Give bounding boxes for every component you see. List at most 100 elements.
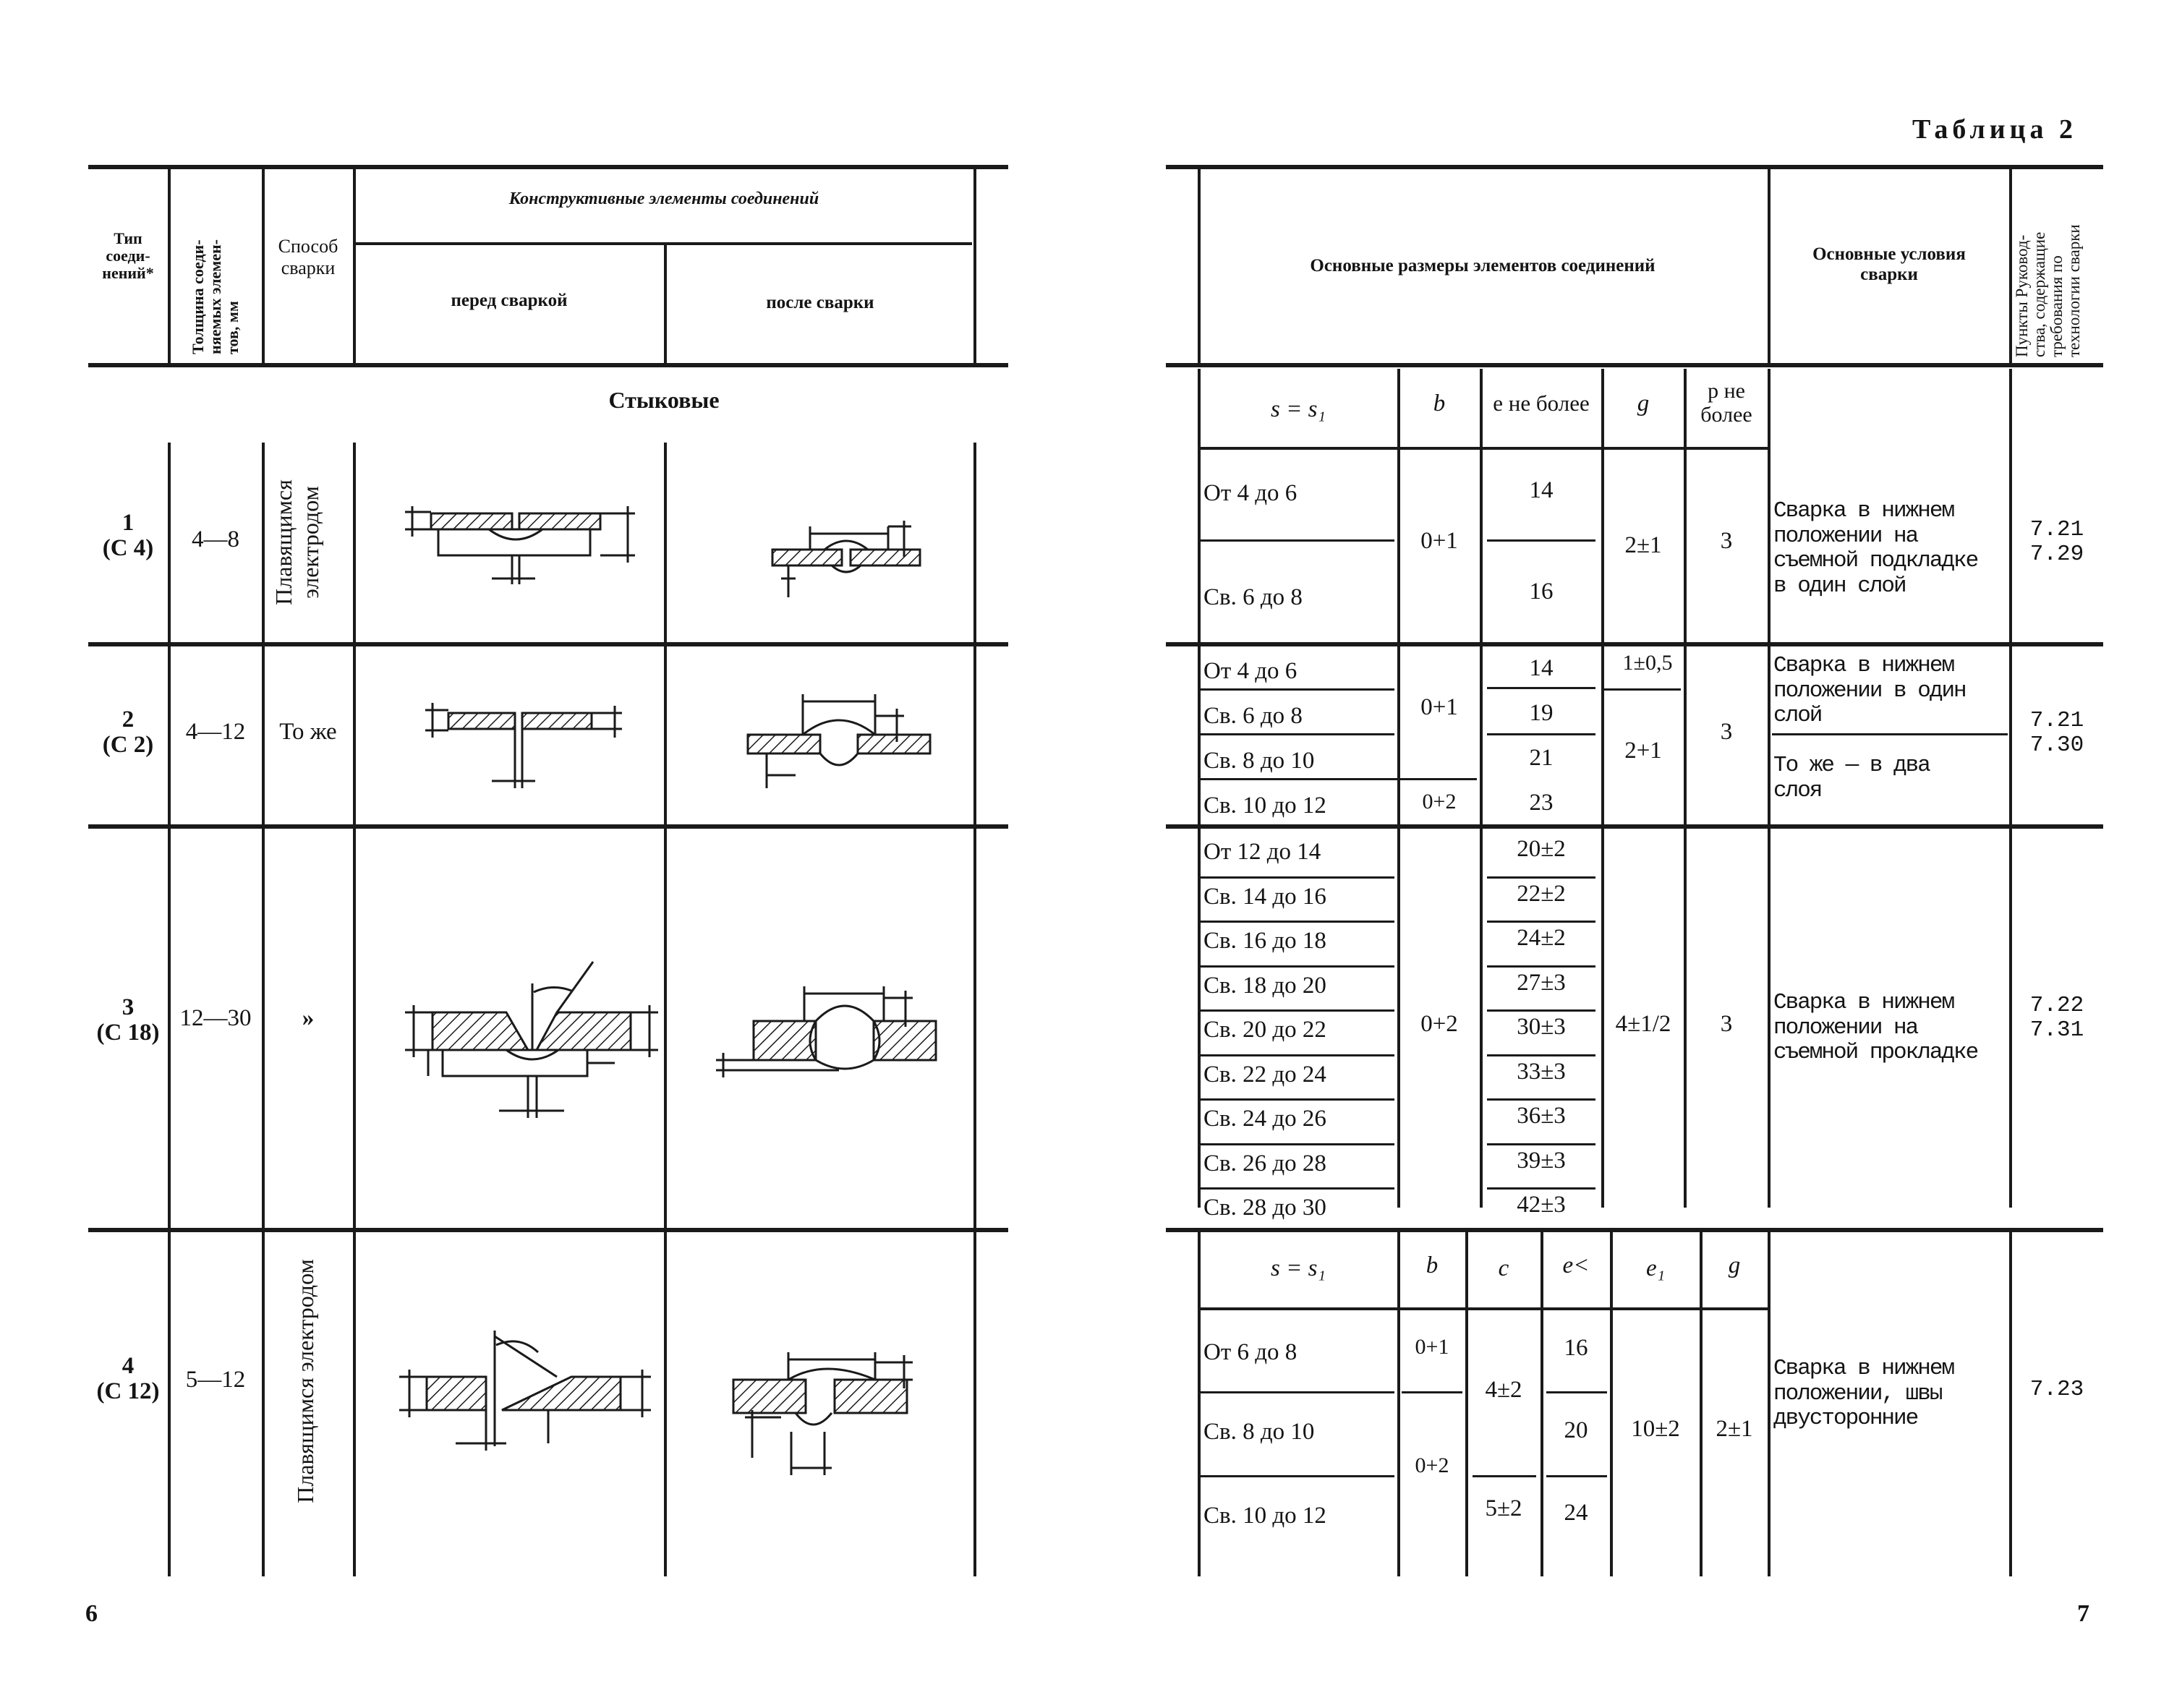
g3-e: 39±3	[1517, 1147, 1566, 1174]
rule-top-left	[88, 165, 1008, 169]
g3-e: 42±3	[1517, 1192, 1566, 1218]
row2-method: То же	[279, 719, 337, 745]
rule-row1-bottom	[88, 642, 1008, 646]
row1-type: 1 (C 4)	[102, 510, 154, 561]
g3-e: 36±3	[1517, 1103, 1566, 1129]
g1-b: 0+1	[1420, 528, 1458, 554]
header-after: после сварки	[766, 293, 874, 312]
g3-e: 30±3	[1517, 1014, 1566, 1040]
rule-elements-sub	[354, 242, 972, 245]
g2-cond2: То же — в два слоя	[1773, 753, 1931, 803]
g3-e: 22±2	[1517, 880, 1566, 907]
row2-before-drawing	[425, 703, 622, 788]
g3-row: Св. 14 до 16	[1203, 883, 1326, 910]
g2-e1: 14	[1529, 655, 1554, 681]
g1-g: 2±1	[1624, 532, 1662, 558]
row3-type: 3 (C 18)	[96, 994, 160, 1046]
row2-after-drawing	[746, 694, 932, 788]
g4-c1: 4±2	[1485, 1377, 1522, 1403]
g3-g: 4±1/2	[1615, 1011, 1671, 1037]
g4-row1: От 6 до 8	[1203, 1339, 1297, 1365]
header-before: перед сваркой	[451, 291, 568, 310]
section-title: Стыковые	[608, 387, 720, 413]
rule-row3-bottom	[88, 1228, 1008, 1232]
row2-type: 2 (C 2)	[102, 706, 154, 758]
g2-g1: 1±0,5	[1622, 651, 1673, 675]
g4-row3: Св. 10 до 12	[1203, 1503, 1326, 1529]
g3-row: Св. 26 до 28	[1203, 1150, 1326, 1177]
g4-b1: 0+1	[1415, 1335, 1449, 1359]
row3-before-drawing	[405, 961, 658, 1118]
header-method: Способ сварки	[278, 236, 338, 278]
g4-e1: 16	[1564, 1335, 1588, 1361]
row3-after-drawing	[716, 986, 937, 1077]
g4-col-g: g	[1728, 1252, 1741, 1278]
g4-col-b: b	[1426, 1252, 1439, 1278]
g4-col-e1: e₁	[1645, 1255, 1666, 1281]
g2-row1: От 4 до 6	[1203, 658, 1297, 684]
g2-e2: 19	[1529, 700, 1554, 726]
g3-b: 0+2	[1420, 1011, 1458, 1037]
row4-after-drawing	[732, 1352, 913, 1475]
rule-row2-bottom	[88, 824, 1008, 829]
g1-e2: 16	[1529, 578, 1554, 605]
g4-g: 2±1	[1716, 1416, 1753, 1442]
g1-e1: 14	[1529, 477, 1554, 503]
g4-e3: 24	[1564, 1500, 1588, 1526]
g4-col-c: c	[1498, 1255, 1509, 1281]
header-conditions: Основные условия сварки	[1812, 244, 1966, 284]
g2-e4: 23	[1529, 790, 1554, 816]
row4-type: 4 (C 12)	[96, 1353, 160, 1404]
header-clauses: Пункты Руковод- ства, содержащие требова…	[2013, 224, 2084, 357]
g3-row: Св. 22 до 24	[1203, 1061, 1326, 1088]
g4-b2: 0+2	[1415, 1453, 1449, 1477]
g3-p: 3	[1720, 1011, 1733, 1037]
row1-after-drawing	[771, 521, 921, 597]
g2-row2: Св. 6 до 8	[1203, 703, 1303, 729]
g3-e: 27±3	[1517, 969, 1566, 996]
header-type: Тип соеди-нений*	[102, 229, 154, 283]
page-number-left: 6	[85, 1600, 98, 1627]
g3-row: От 12 до 14	[1203, 839, 1321, 865]
g2-b2: 0+2	[1422, 790, 1457, 814]
rule-header-bottom-left	[88, 363, 1008, 367]
g2-b1: 0+1	[1420, 694, 1458, 720]
g4-row2: Св. 8 до 10	[1203, 1419, 1315, 1445]
g3-e: 33±3	[1517, 1058, 1566, 1085]
g3-row: Св. 20 до 22	[1203, 1017, 1326, 1043]
g4-c2: 5±2	[1485, 1495, 1522, 1521]
g3-clauses: 7.22 7.31	[2029, 993, 2084, 1043]
g4-col-s: s = s₁	[1271, 1255, 1326, 1281]
g2-g2: 2+1	[1624, 738, 1662, 764]
g3-row: Св. 18 до 20	[1203, 972, 1326, 999]
row4-before-drawing	[399, 1331, 651, 1451]
header-elements: Конструктивные элементы соединений	[508, 189, 819, 208]
g2-row4: Св. 10 до 12	[1203, 793, 1326, 819]
g3-row: Св. 16 до 18	[1203, 928, 1326, 954]
row4-thickness: 5—12	[185, 1367, 246, 1393]
g2-e3: 21	[1529, 745, 1554, 771]
g4-clauses: 7.23	[2029, 1377, 2084, 1402]
g3-cond: Сварка в нижнем положении на съемной про…	[1773, 990, 1979, 1066]
g3-row: Св. 24 до 26	[1203, 1106, 1326, 1132]
col-e: e не более	[1493, 390, 1590, 416]
row2-thickness: 4—12	[185, 719, 246, 745]
page-number-right: 7	[2077, 1600, 2089, 1627]
g3-e: 24±2	[1517, 925, 1566, 951]
row1-before-drawing	[405, 506, 635, 584]
col-s: s = s₁	[1271, 396, 1326, 422]
g4-col-e: e<	[1562, 1252, 1590, 1278]
g4-e2: 20	[1564, 1417, 1588, 1443]
row1-thickness: 4—8	[192, 526, 239, 552]
col-b: b	[1433, 390, 1446, 417]
g1-row1: От 4 до 6	[1203, 480, 1297, 506]
g1-p: 3	[1720, 528, 1733, 554]
g1-row2: Св. 6 до 8	[1203, 584, 1303, 610]
row3-thickness: 12—30	[179, 1005, 252, 1031]
col-p: p не более	[1700, 379, 1752, 427]
row3-method: »	[302, 1005, 315, 1031]
g4-cond: Сварка в нижнем положении, швы двусторон…	[1773, 1356, 1955, 1432]
g2-cond1: Сварка в нижнем положении в один слой	[1773, 653, 1967, 729]
table-caption: Таблица 2	[1912, 114, 2078, 145]
